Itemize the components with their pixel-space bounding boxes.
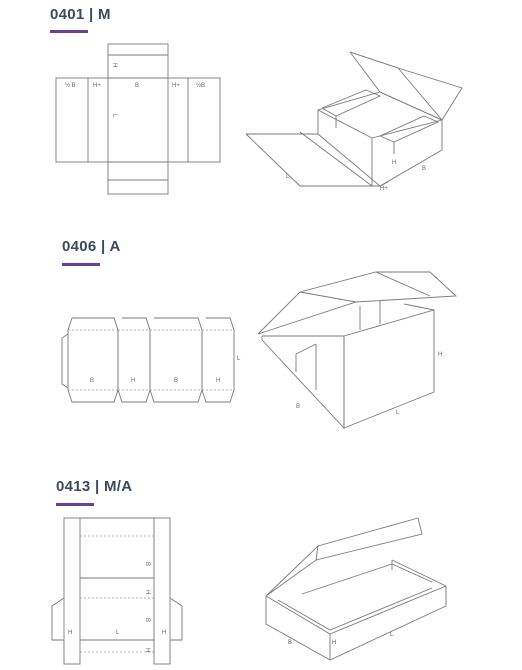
box-label-b-0406: B: [296, 404, 300, 410]
title-underline-0401: [50, 30, 88, 33]
flat-label-l: L: [237, 356, 241, 362]
label-half-b: ½ B: [65, 82, 76, 89]
box-label-l-0401: L: [286, 174, 290, 180]
flat-label-b-top: B: [144, 562, 150, 566]
flat-label-h-right: H: [162, 630, 166, 636]
box-label-l-0406: L: [396, 410, 400, 416]
box-label-h-0406: H: [438, 352, 442, 358]
flat-label-b2: B: [174, 378, 178, 384]
label-h-plus-left: H+: [93, 83, 101, 89]
box-label-b-0401: B: [422, 166, 426, 172]
box-label-hplus-0401: H+: [380, 186, 388, 192]
flat-label-h-1: H: [144, 590, 150, 594]
box-label-h-0401: H: [392, 160, 396, 166]
title-underline-0413: [56, 503, 94, 506]
label-h-plus-right: H+: [172, 83, 180, 89]
flat-label-l: L: [116, 630, 120, 636]
box-label-l-0413: L: [390, 632, 394, 638]
box-label-b-0413: B: [288, 640, 292, 646]
label-b: B: [135, 83, 139, 89]
flat-label-b1: B: [90, 378, 94, 384]
flat-label-h2: H: [216, 378, 220, 384]
section-title-0406: 0406 | A: [62, 238, 121, 255]
section-title-0401: 0401 | M: [50, 6, 111, 23]
label-l: L: [111, 114, 117, 118]
flat-label-h1: H: [131, 378, 135, 384]
flat-label-b-mid: B: [144, 618, 150, 622]
flat-label-h-bottom: H: [144, 648, 150, 652]
flat-label-h-left: H: [68, 630, 72, 636]
title-underline-0406: [62, 263, 100, 266]
box-label-h-0413: H: [332, 640, 336, 646]
section-title-0413: 0413 | M/A: [56, 478, 133, 495]
label-half-b-right: ½B: [196, 82, 205, 89]
label-h-top: H: [111, 63, 117, 67]
